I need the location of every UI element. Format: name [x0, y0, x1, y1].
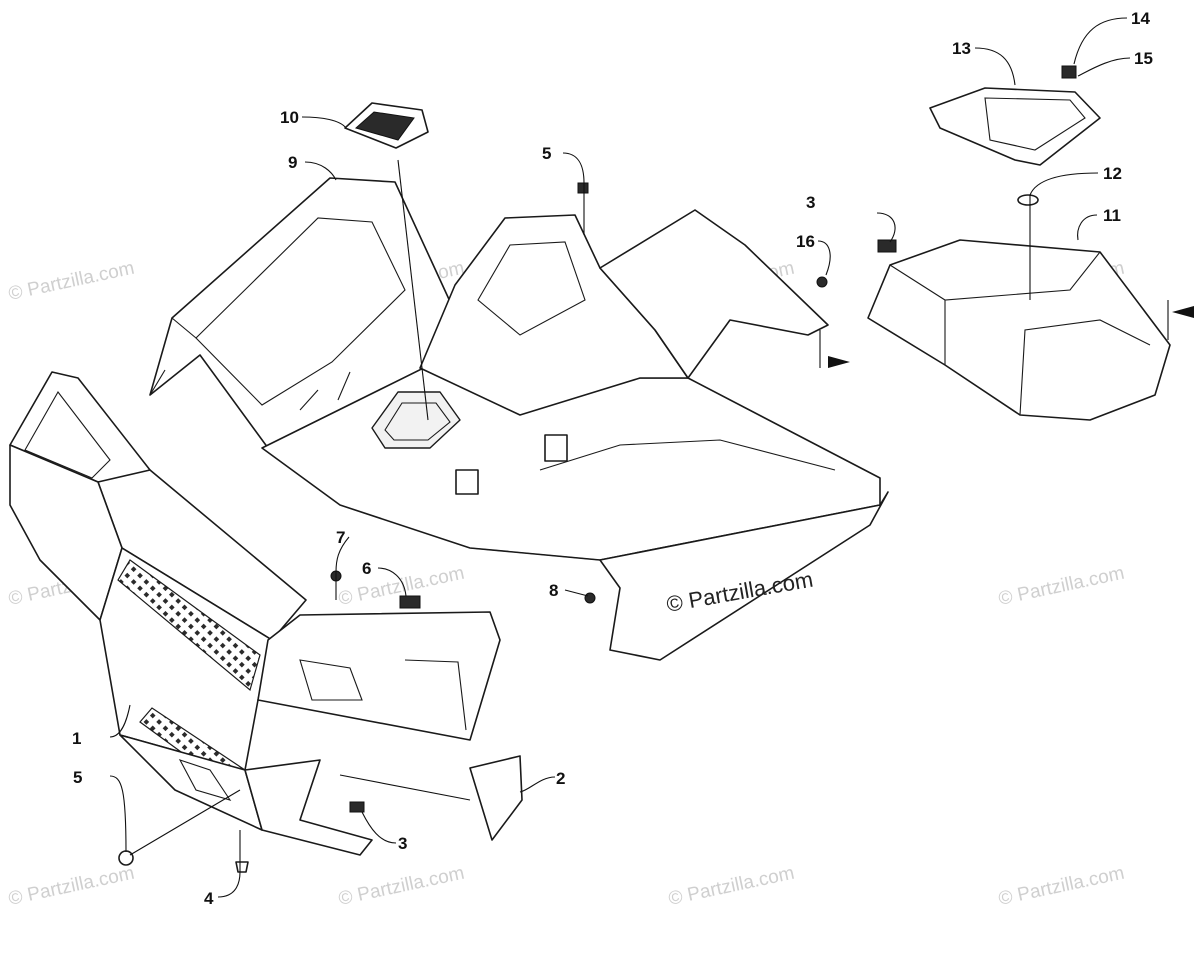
hardware	[118, 65, 1077, 873]
clip-icon	[877, 239, 897, 253]
clip-icon	[349, 801, 365, 813]
trim-panel[interactable]	[469, 755, 523, 841]
watermark-text: © Partzilla.com	[7, 258, 137, 305]
callout-6[interactable]: 6	[362, 559, 371, 578]
watermark-text: © Partzilla.com	[667, 863, 797, 910]
arrow-marker	[828, 356, 850, 368]
front-bumper[interactable]	[9, 371, 501, 856]
bolt-icon	[235, 861, 249, 873]
front-body-panel[interactable]	[149, 177, 889, 661]
callout-4[interactable]: 4	[204, 889, 214, 908]
callout-9[interactable]: 9	[288, 153, 297, 172]
arrow-marker	[1172, 306, 1194, 318]
rear-storage-lid[interactable]	[929, 87, 1101, 166]
screw-icon	[816, 276, 828, 288]
callout-12[interactable]: 12	[1103, 164, 1122, 183]
callout-8[interactable]: 8	[549, 581, 558, 600]
screw-icon	[118, 850, 134, 866]
leader-lines	[109, 17, 1169, 898]
callouts: 1 2 3 3 4 5 5 6 7 8 9 10 11 12 13 14 15 …	[72, 9, 1153, 908]
callout-10[interactable]: 10	[280, 108, 299, 127]
callout-7[interactable]: 7	[336, 528, 345, 547]
clip-icon	[399, 595, 421, 609]
callout-2[interactable]: 2	[556, 769, 565, 788]
push-rivet-icon	[1017, 194, 1039, 206]
callout-5-lower[interactable]: 5	[73, 768, 82, 787]
callout-13[interactable]: 13	[952, 39, 971, 58]
callout-15[interactable]: 15	[1134, 49, 1153, 68]
watermark-text: © Partzilla.com	[997, 863, 1127, 910]
screw-icon	[577, 182, 589, 194]
watermark-text: © Partzilla.com	[7, 863, 137, 910]
watermark-text: © Partzilla.com	[337, 863, 467, 910]
callout-11[interactable]: 11	[1103, 206, 1121, 225]
callout-14[interactable]: 14	[1131, 9, 1150, 28]
callout-1[interactable]: 1	[72, 729, 81, 748]
callout-3-upper[interactable]: 3	[806, 193, 815, 212]
callout-3-lower[interactable]: 3	[398, 834, 407, 853]
rear-rack-tray[interactable]	[867, 239, 1171, 421]
callout-5-upper[interactable]: 5	[542, 144, 551, 163]
clip-icon	[1061, 65, 1077, 79]
screw-icon	[584, 592, 596, 604]
watermark-text: © Partzilla.com	[997, 563, 1127, 610]
callout-16[interactable]: 16	[796, 232, 815, 251]
fuel-cap-cover[interactable]	[344, 102, 429, 149]
